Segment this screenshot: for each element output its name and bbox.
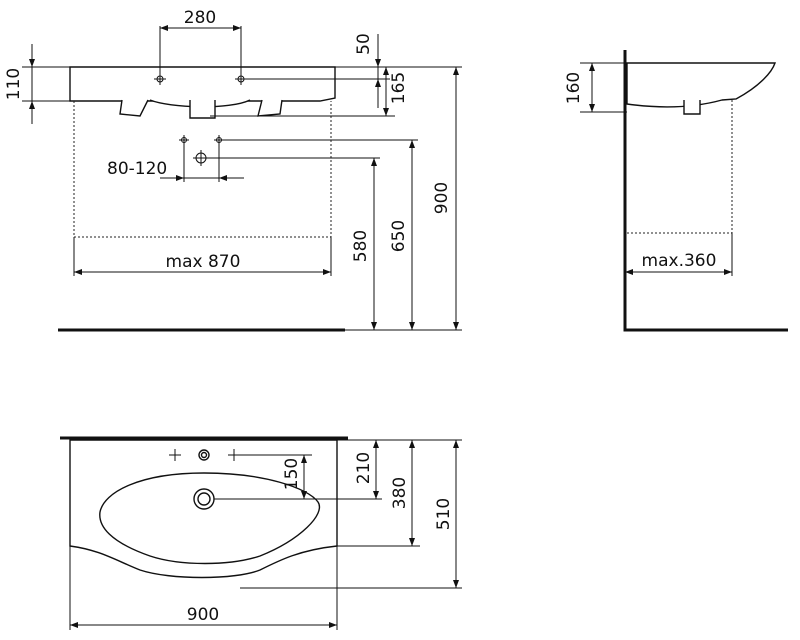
basin-side-outline: [626, 62, 776, 108]
top-view: 150 210 380 510 900: [60, 436, 462, 630]
overflow-right: [257, 99, 283, 117]
dim-drain-offset: 150: [282, 458, 302, 490]
dim-waste-height: 580: [351, 230, 371, 262]
tap-hole-left: [154, 73, 166, 85]
dim-cabinet-depth: max.360: [642, 251, 717, 271]
water-inlet-left: [179, 135, 189, 145]
water-inlet-right: [214, 135, 224, 145]
side-drain: [683, 100, 701, 115]
bowl-drain: [193, 488, 215, 510]
dim-tap-spacing: 280: [184, 8, 216, 28]
drain-outlet: [189, 100, 216, 119]
dim-total-depth: 510: [434, 498, 454, 530]
wall-line: [623, 50, 788, 332]
front-view: 280 110 50 165 80-120 max 870: [4, 8, 462, 332]
dim-210: 210: [354, 452, 374, 484]
waste-outlet: [193, 150, 209, 166]
dim-total-width: 900: [187, 605, 219, 625]
dim-inlet-spacing: 80-120: [107, 159, 167, 179]
side-cabinet-dashed: [627, 99, 733, 234]
dim-inlet-height: 650: [389, 220, 409, 252]
dim-tap-offset: 50: [354, 33, 374, 55]
dim-165: 165: [389, 72, 409, 104]
top-tap-right: [228, 449, 240, 461]
dim-cabinet-width: max 870: [166, 252, 241, 272]
tap-hole-right: [235, 73, 247, 85]
overflow-left: [119, 99, 149, 117]
side-view: 160 max.360: [564, 50, 788, 332]
top-tap-left: [169, 449, 181, 461]
cabinet-outline-dashed: [73, 101, 332, 238]
bowl-outline: [99, 472, 321, 565]
dim-380: 380: [390, 477, 410, 509]
dim-total-height: 900: [432, 182, 452, 214]
basin-front-outline: [69, 66, 336, 102]
dim-rim-height: 110: [4, 68, 24, 100]
dim-side-height: 160: [564, 72, 584, 104]
top-tap-center: [198, 449, 210, 461]
